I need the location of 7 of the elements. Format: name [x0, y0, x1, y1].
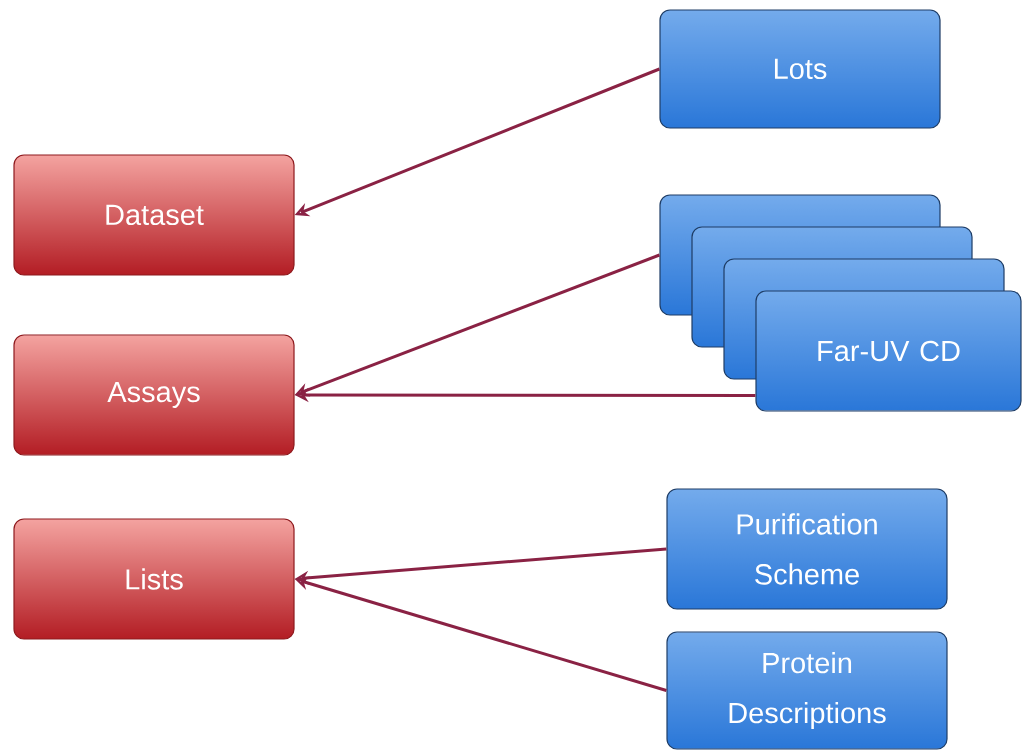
entity-box: Far-UV CD	[755, 290, 1022, 412]
entity-box: Protein Descriptions	[666, 631, 948, 750]
entity-box: Dataset	[13, 154, 295, 276]
entity-box: Lists	[13, 518, 295, 640]
entity-box: Purification Scheme	[666, 488, 948, 610]
entity-box: Assays	[13, 334, 295, 456]
entity-box: Lots	[659, 9, 941, 129]
